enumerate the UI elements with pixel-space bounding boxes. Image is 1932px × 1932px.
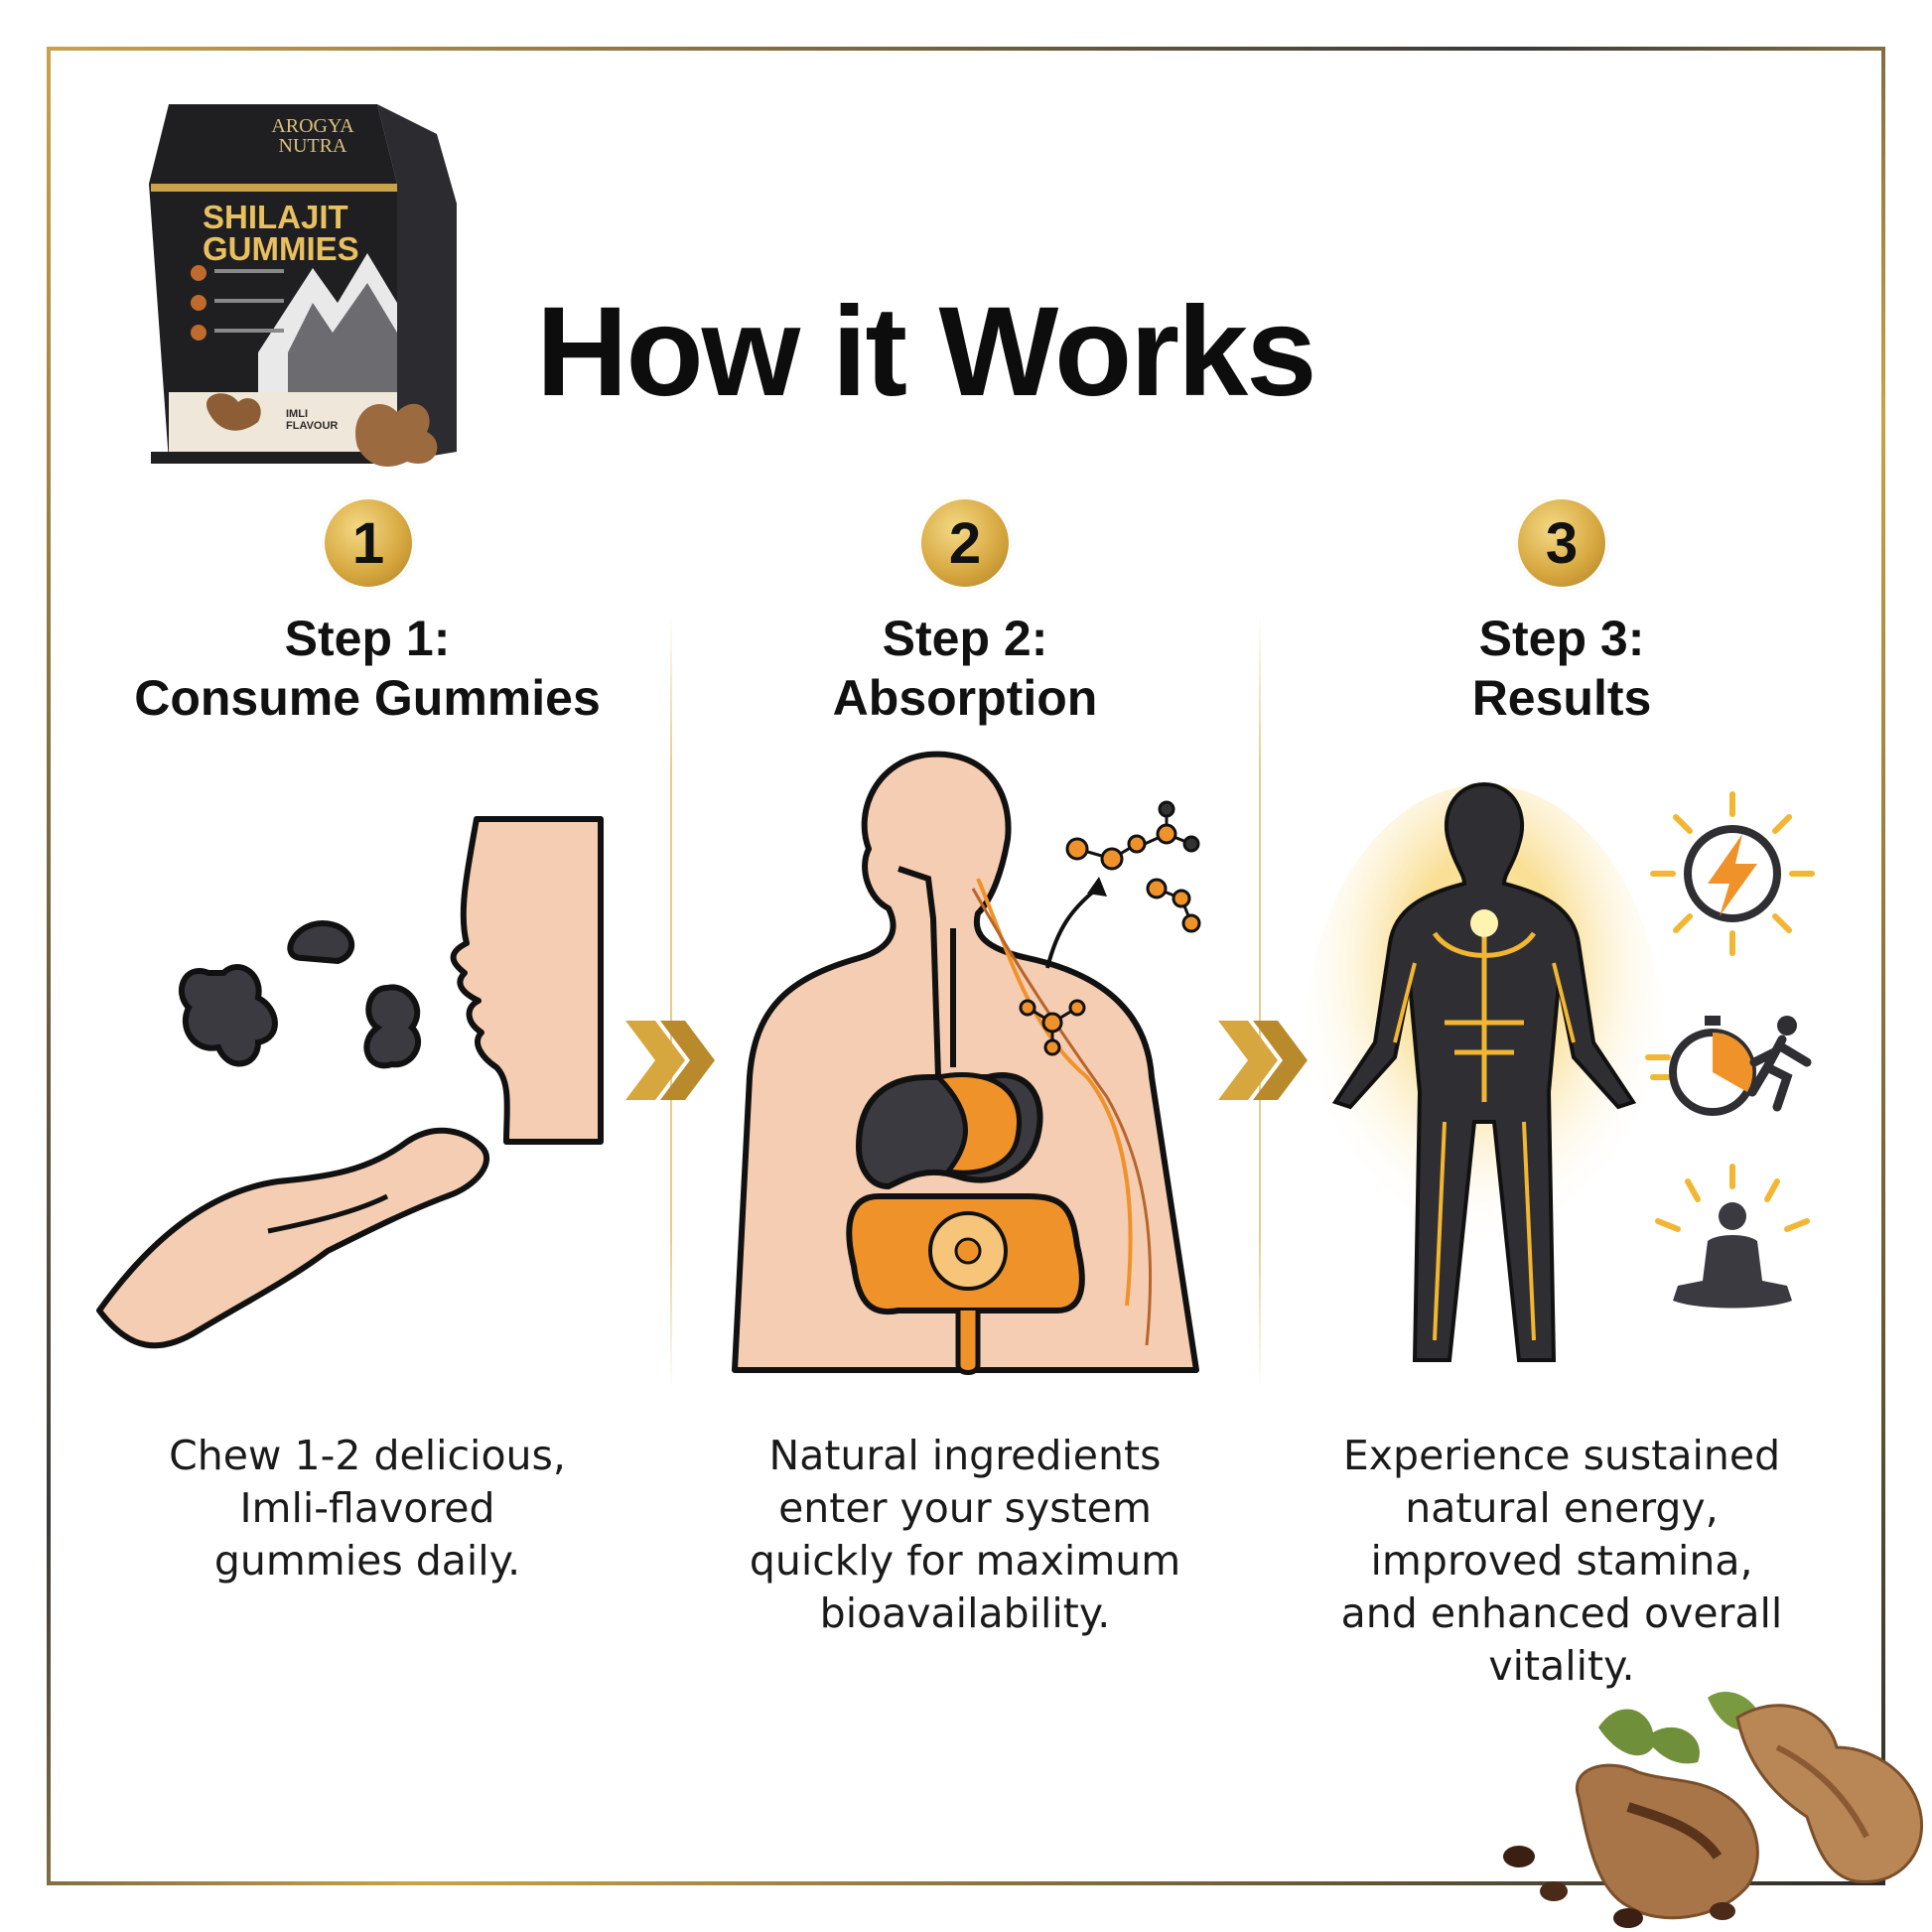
molecule-icon <box>1019 800 1201 1056</box>
lightning-bolt-icon <box>1648 789 1817 958</box>
stopwatch-runner-icon <box>1643 1008 1822 1127</box>
stomach-orange <box>932 1072 1022 1175</box>
page-title: How it Works <box>536 280 1316 423</box>
meditation-icon <box>1648 1162 1817 1325</box>
step-1-badge: 1 <box>322 496 415 590</box>
face-profile <box>450 816 604 1145</box>
round-gummy <box>287 919 355 965</box>
chevron-double-right-icon <box>1213 1011 1312 1110</box>
tamarind-gummy-right <box>363 984 421 1069</box>
step-2-illustration <box>730 750 1206 1375</box>
step-3-description: Experience sustained natural energy, imp… <box>1340 1432 1783 1690</box>
step-1-heading: Step 1: Consume Gummies <box>134 611 601 726</box>
product-name: SHILAJIT GUMMIES <box>203 199 359 267</box>
column-divider-left <box>670 616 672 1390</box>
step-3-badge: 3 <box>1515 496 1608 590</box>
product-package-image: AROGYA NUTRA SHILAJIT GUMMIES IMLI FLAVO… <box>139 94 486 472</box>
column-divider-right <box>1259 616 1261 1390</box>
step-2-heading: Step 2: Absorption <box>832 611 1098 726</box>
step-3-illustration <box>1306 764 1663 1380</box>
step-1-description: Chew 1-2 delicious, Imli-flavored gummie… <box>169 1432 566 1585</box>
product-flavour: IMLI FLAVOUR <box>286 408 339 432</box>
tamarind-gummy-left <box>178 964 278 1067</box>
open-hand <box>96 1127 489 1349</box>
tamarind-pods-decoration <box>1479 1688 1932 1932</box>
brand-name: AROGYA NUTRA <box>271 115 354 157</box>
step-2-badge: 2 <box>918 496 1012 590</box>
chevron-double-right-icon <box>621 1011 720 1110</box>
package-graphic <box>149 104 457 467</box>
step-1-illustration <box>89 814 625 1380</box>
step-3-heading: Step 3: Results <box>1471 611 1652 726</box>
step-2-description: Natural ingredients enter your system qu… <box>749 1432 1181 1637</box>
